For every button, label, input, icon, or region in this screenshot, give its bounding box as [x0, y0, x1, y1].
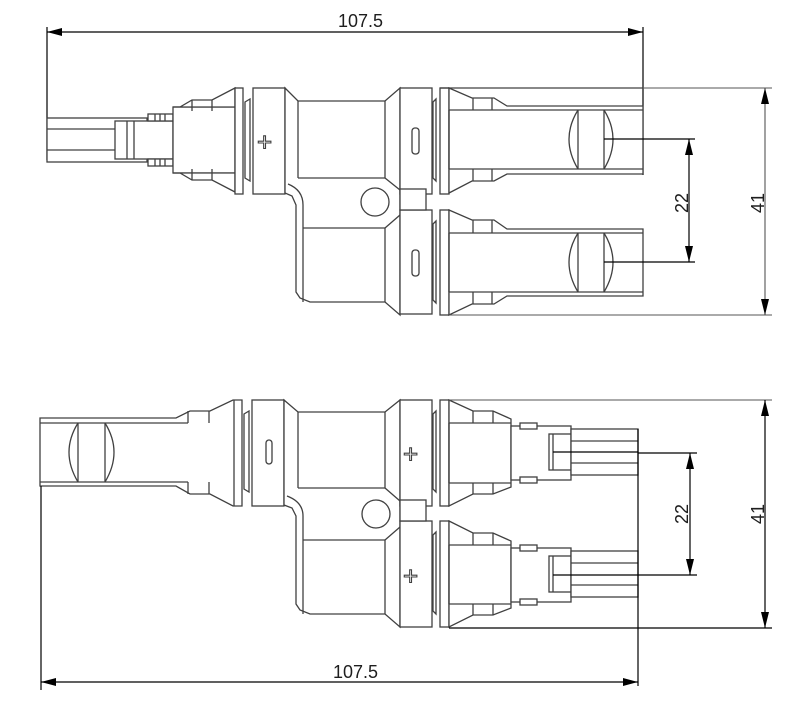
- bottom-view: - + +: [39, 398, 772, 690]
- bottom-pitch-label: 22: [672, 504, 692, 524]
- top-output-collar-2: -: [399, 209, 433, 315]
- top-view: 107.5: [46, 11, 772, 317]
- top-length-dimension: 107.5: [46, 11, 644, 175]
- bottom-length-dimension: 107.5: [40, 429, 639, 690]
- bottom-pitch-dimension: 22: [638, 452, 697, 576]
- bottom-male-output-1: [432, 398, 639, 508]
- top-input-polarity: +: [257, 127, 272, 157]
- bottom-output-polarity-1: +: [403, 439, 418, 469]
- top-length-label: 107.5: [338, 11, 383, 31]
- bottom-height-label: 41: [748, 504, 768, 524]
- bottom-height-dimension: 41: [449, 399, 772, 629]
- top-input-cable: [46, 113, 174, 167]
- bottom-input-collar: -: [251, 399, 285, 507]
- bottom-output-collar-2: +: [399, 520, 433, 628]
- top-height-label: 41: [748, 193, 768, 213]
- top-female-socket-1: [432, 87, 644, 195]
- top-pitch-dimension: 22: [604, 138, 695, 263]
- top-output-collar-1: -: [399, 87, 433, 195]
- bottom-length-label: 107.5: [333, 662, 378, 682]
- bottom-female-input: [39, 399, 250, 507]
- top-input-collar: +: [252, 87, 286, 195]
- top-female-socket-2: [432, 209, 644, 317]
- bottom-t-body: [283, 398, 401, 629]
- top-male-connector: [172, 86, 251, 195]
- bottom-output-collar-1: +: [399, 399, 433, 507]
- top-height-dimension: 41: [449, 87, 772, 316]
- top-t-body: [284, 86, 401, 317]
- top-pitch-label: 22: [672, 193, 692, 213]
- bottom-male-output-2: [432, 519, 639, 629]
- bottom-output-polarity-2: +: [403, 561, 418, 591]
